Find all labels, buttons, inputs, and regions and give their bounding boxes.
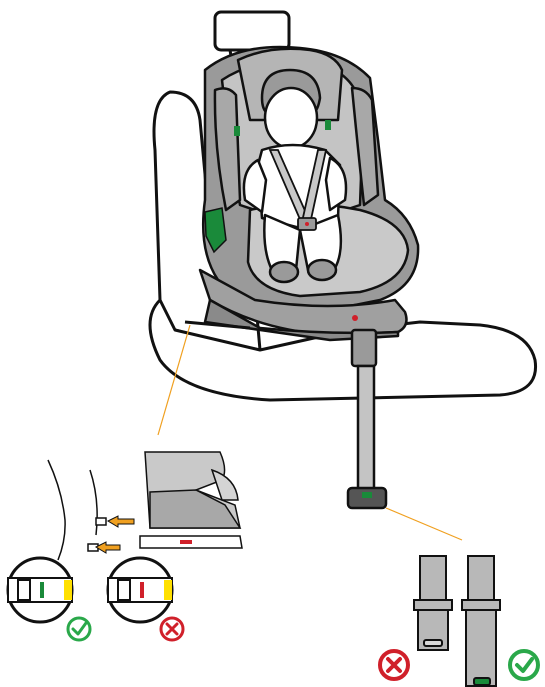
shoulder-clip-indicators <box>234 120 331 136</box>
check-icon <box>66 616 92 642</box>
leg-indicator-incorrect <box>413 555 453 651</box>
arrow-icon <box>94 541 121 554</box>
arrow-icon <box>106 515 135 528</box>
child-seat-base <box>184 268 408 342</box>
isofix-indicator-correct <box>6 556 74 624</box>
isofix-green-latch <box>204 207 227 254</box>
cross-icon <box>378 649 410 681</box>
isofix-indicator-incorrect <box>106 556 174 624</box>
harness-straps <box>268 149 328 231</box>
support-leg <box>346 328 388 510</box>
cross-icon <box>159 616 185 642</box>
insertion-arrows <box>94 515 135 554</box>
leader-lines <box>157 324 463 541</box>
check-icon <box>508 649 540 681</box>
leg-indicator-correct <box>461 555 501 687</box>
isofix-detail-callout <box>47 451 243 561</box>
